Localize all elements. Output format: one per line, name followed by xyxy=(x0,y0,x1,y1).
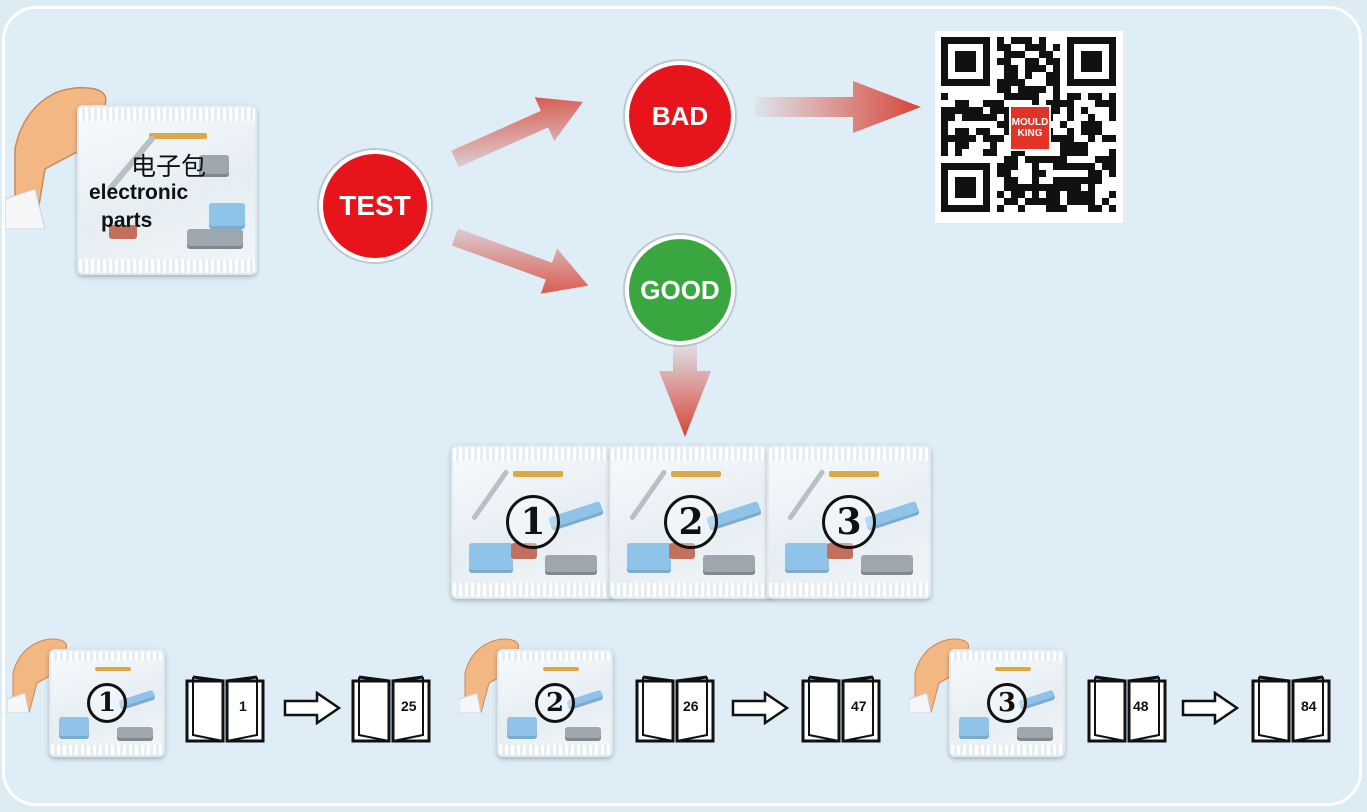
electronic-bag-label-cn: 电子包 xyxy=(131,152,207,181)
good-node-label: GOOD xyxy=(640,274,720,305)
bag-number-2: 2 xyxy=(664,495,718,549)
book-icon xyxy=(185,675,265,743)
step-bag-2: 2 xyxy=(497,649,613,757)
book-icon xyxy=(1087,675,1167,743)
flow-arrows xyxy=(451,81,921,437)
arrow-test-to-good xyxy=(451,228,589,294)
end-page-2: 47 xyxy=(851,698,867,714)
book-icon xyxy=(635,675,715,743)
book-icon xyxy=(1251,675,1331,743)
start-page-1: 1 xyxy=(239,698,247,714)
bag-number-3: 3 xyxy=(822,495,876,549)
numbered-bag-2: 2 xyxy=(609,445,773,599)
electronic-bag-label-en-1: electronic xyxy=(89,181,189,204)
electronic-bag-label-en-2: parts xyxy=(101,209,153,232)
step-bag-number-3: 3 xyxy=(987,683,1027,723)
numbered-bag-3: 3 xyxy=(767,445,931,599)
right-arrow-icon xyxy=(731,691,789,725)
arrow-test-to-bad xyxy=(451,97,583,168)
end-page-3: 84 xyxy=(1301,698,1317,714)
step-bag-number-1: 1 xyxy=(87,683,127,723)
good-node: GOOD xyxy=(625,235,735,345)
start-page-2: 26 xyxy=(683,698,699,714)
bad-node: BAD xyxy=(625,61,735,171)
qr-code[interactable]: MOULD KING xyxy=(935,31,1123,223)
right-arrow-icon xyxy=(283,691,341,725)
mould-king-logo: MOULD KING xyxy=(1009,105,1051,151)
diagram-frame: 电子包 electronic parts xyxy=(2,6,1362,806)
step-bag-3: 3 xyxy=(949,649,1065,757)
test-node-label: TEST xyxy=(339,190,411,221)
bad-node-label: BAD xyxy=(651,100,709,131)
step-bag-number-2: 2 xyxy=(535,683,575,723)
numbered-bag-1: 1 xyxy=(451,445,615,599)
electronic-parts-bag: 电子包 electronic parts xyxy=(77,105,257,275)
step-bag-1: 1 xyxy=(49,649,165,757)
arrow-good-to-bags xyxy=(659,341,711,437)
start-page-3: 48 xyxy=(1133,698,1149,714)
right-arrow-icon xyxy=(1181,691,1239,725)
bag-number-1: 1 xyxy=(506,495,560,549)
book-icon xyxy=(801,675,881,743)
arrow-bad-to-qr xyxy=(755,81,921,133)
book-icon xyxy=(351,675,431,743)
end-page-1: 25 xyxy=(401,698,417,714)
test-node: TEST xyxy=(319,150,431,262)
